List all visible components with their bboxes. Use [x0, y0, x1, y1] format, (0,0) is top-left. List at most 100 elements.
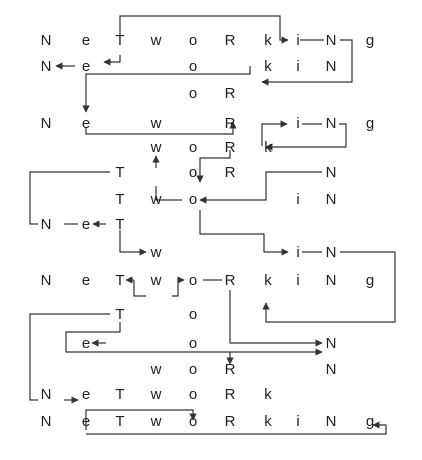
connector-line	[65, 322, 323, 356]
grid-letter: R	[225, 85, 236, 102]
connector-line	[86, 421, 387, 435]
grid-letter: N	[41, 413, 52, 430]
grid-letter: R	[225, 164, 236, 181]
connector-line	[199, 210, 289, 256]
grid-letter: N	[41, 115, 52, 132]
grid-letter: k	[264, 139, 272, 156]
grid-letter: N	[326, 272, 337, 289]
grid-letter: T	[115, 216, 124, 233]
grid-letter: w	[150, 139, 162, 156]
grid-letter: k	[264, 32, 272, 49]
connector-line	[196, 150, 231, 183]
grid-letter: g	[366, 115, 374, 132]
connector-line	[103, 55, 121, 66]
grid-letter: N	[41, 216, 52, 233]
grid-letter: w	[150, 386, 162, 403]
grid-letter: i	[296, 191, 299, 208]
grid-letter: i	[296, 244, 299, 261]
grid-letter: k	[264, 272, 272, 289]
grid-letter: e	[82, 413, 90, 430]
grid-letter: g	[366, 272, 374, 289]
grid-letter: o	[189, 306, 197, 323]
grid-letter: k	[264, 386, 272, 403]
grid-letter: e	[82, 272, 90, 289]
grid-letter: o	[189, 139, 197, 156]
grid-letter: N	[326, 32, 337, 49]
grid-letter: R	[225, 32, 236, 49]
grid-letter: T	[115, 413, 124, 430]
grid-letter: N	[326, 361, 337, 378]
grid-letter: e	[82, 386, 90, 403]
grid-letter: i	[296, 413, 299, 430]
grid-letter: o	[189, 85, 197, 102]
grid-letter: N	[326, 413, 337, 430]
grid-letter: N	[41, 32, 52, 49]
grid-letter: w	[150, 115, 162, 132]
grid-letter: g	[366, 32, 374, 49]
grid-letter: N	[326, 335, 337, 352]
grid-letter: o	[189, 413, 197, 430]
grid-letter: e	[82, 216, 90, 233]
grid-letter: R	[225, 386, 236, 403]
grid-letter: e	[82, 115, 90, 132]
connector-line	[82, 66, 251, 113]
grid-letter: R	[225, 272, 236, 289]
grid-letter: N	[326, 191, 337, 208]
grid-letter: w	[150, 272, 162, 289]
grid-letter: N	[41, 58, 52, 75]
grid-letter: o	[189, 272, 197, 289]
connector-line	[133, 280, 146, 297]
grid-letter: T	[115, 191, 124, 208]
connector-line	[261, 120, 288, 146]
grid-letter: N	[326, 58, 337, 75]
connector-line	[29, 171, 110, 225]
connector-line	[265, 123, 347, 151]
grid-letter: o	[189, 361, 197, 378]
grid-letter: i	[296, 272, 299, 289]
connector-lines	[29, 15, 396, 435]
connector-line	[172, 276, 185, 297]
grid-letter: o	[189, 164, 197, 181]
grid-letter: N	[326, 164, 337, 181]
connector-line	[199, 171, 322, 204]
grid-letter: w	[150, 361, 162, 378]
grid-letter: T	[115, 164, 124, 181]
connector-line	[85, 409, 197, 430]
connector-line	[29, 313, 110, 401]
connector-line	[262, 251, 396, 323]
grid-letter: T	[115, 272, 124, 289]
grid-letter: N	[41, 272, 52, 289]
grid-letter: i	[296, 32, 299, 49]
grid-letter: w	[150, 244, 162, 261]
connector-line	[119, 230, 147, 256]
grid-letter: w	[150, 413, 162, 430]
grid-letter: T	[115, 306, 124, 323]
grid-letter: T	[115, 32, 124, 49]
grid-letter: R	[225, 115, 236, 132]
grid-letter: N	[326, 244, 337, 261]
connector-line	[155, 186, 182, 201]
grid-letter: N	[326, 115, 337, 132]
grid-letter: w	[150, 32, 162, 49]
grid-letter: o	[189, 191, 197, 208]
grid-letter: o	[189, 58, 197, 75]
grid-letter: e	[82, 58, 90, 75]
grid-letter: N	[41, 386, 52, 403]
grid-letter: e	[82, 335, 90, 352]
grid-letter: k	[264, 58, 272, 75]
grid-letter: R	[225, 413, 236, 430]
connector-line	[119, 15, 289, 44]
connector-line	[229, 290, 323, 347]
connector-line	[261, 39, 353, 86]
grid-letter: i	[296, 115, 299, 132]
grid-letter: i	[296, 58, 299, 75]
grid-letter: k	[264, 413, 272, 430]
grid-letter: e	[82, 32, 90, 49]
grid-letter: g	[366, 413, 374, 430]
grid-letter: T	[115, 386, 124, 403]
grid-letter: o	[189, 335, 197, 352]
grid-letter: R	[225, 139, 236, 156]
grid-letter: o	[189, 32, 197, 49]
